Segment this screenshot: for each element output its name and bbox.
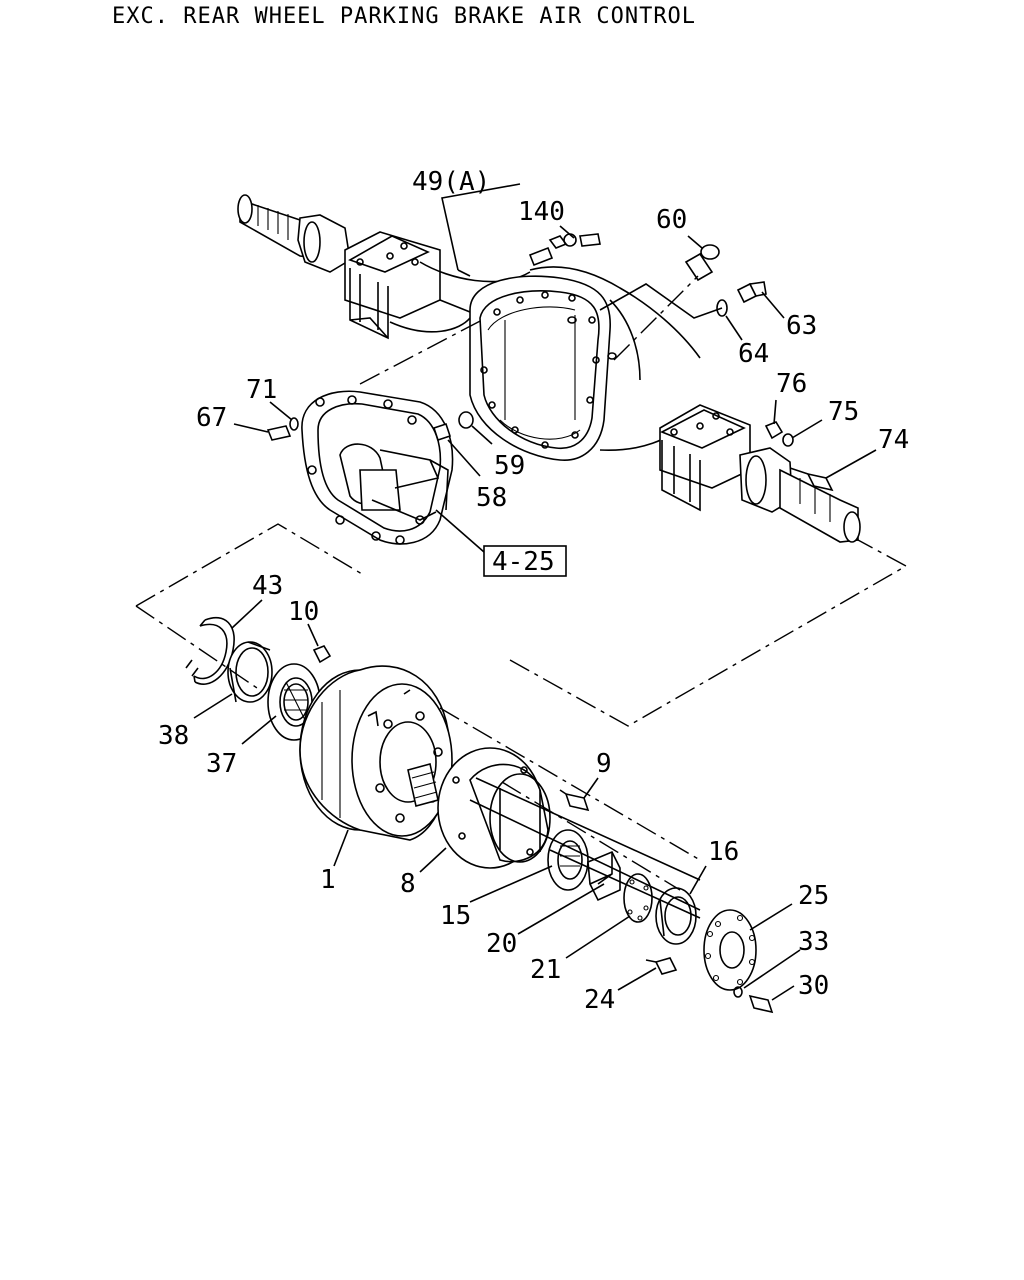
callout-75[interactable]: 75 bbox=[828, 397, 859, 427]
callout-10[interactable]: 10 bbox=[288, 597, 319, 627]
callout-8[interactable]: 8 bbox=[400, 869, 416, 899]
flange-25 bbox=[703, 909, 757, 991]
nut-10 bbox=[312, 645, 332, 664]
gasket-64 bbox=[716, 299, 728, 317]
callout-labels: 49(A) 140 60 63 64 71 67 76 75 74 59 58 … bbox=[158, 167, 909, 1015]
callout-37[interactable]: 37 bbox=[206, 749, 237, 779]
callout-21[interactable]: 21 bbox=[530, 955, 561, 985]
axle-shaft bbox=[469, 777, 701, 919]
callout-76[interactable]: 76 bbox=[776, 369, 807, 399]
callout-43[interactable]: 43 bbox=[252, 571, 283, 601]
hub-bolt-9 bbox=[559, 789, 590, 812]
leader-lines bbox=[193, 225, 877, 1001]
callout-58[interactable]: 58 bbox=[476, 483, 507, 513]
callout-140[interactable]: 140 bbox=[518, 197, 565, 227]
differential-carrier bbox=[301, 390, 454, 545]
o-ring-59 bbox=[458, 411, 474, 429]
bolt-30 bbox=[748, 994, 774, 1014]
brake-drum-1 bbox=[299, 665, 453, 841]
breather-fitting-140 bbox=[548, 233, 601, 249]
callout-67[interactable]: 67 bbox=[196, 403, 227, 433]
callout-30[interactable]: 30 bbox=[798, 971, 829, 1001]
diagram-title: EXC. REAR WHEEL PARKING BRAKE AIR CONTRO… bbox=[112, 4, 697, 29]
leader-bracket bbox=[441, 183, 521, 271]
callout-71[interactable]: 71 bbox=[246, 375, 277, 405]
oil-seal-38 bbox=[227, 641, 273, 703]
washer-71 bbox=[289, 417, 299, 431]
reference-box-4-25 bbox=[483, 545, 567, 577]
callout-4-25[interactable]: 4-25 bbox=[492, 547, 555, 577]
washer-75 bbox=[782, 433, 794, 447]
washer-33 bbox=[733, 986, 743, 998]
stud-58 bbox=[432, 422, 452, 442]
callout-25[interactable]: 25 bbox=[798, 881, 829, 911]
callout-59[interactable]: 59 bbox=[494, 451, 525, 481]
snap-ring-43 bbox=[194, 616, 235, 685]
drain-plug-60 bbox=[684, 244, 720, 282]
callout-64[interactable]: 64 bbox=[738, 339, 769, 369]
callout-1[interactable]: 1 bbox=[320, 865, 336, 895]
centerline bbox=[359, 319, 483, 385]
seal-16 bbox=[655, 887, 697, 945]
axle-housing bbox=[237, 194, 861, 543]
callout-24[interactable]: 24 bbox=[584, 985, 615, 1015]
callout-16[interactable]: 16 bbox=[708, 837, 739, 867]
nut-76 bbox=[764, 421, 784, 440]
callout-38[interactable]: 38 bbox=[158, 721, 189, 751]
wheel-hub-8 bbox=[407, 747, 551, 869]
callout-20[interactable]: 20 bbox=[486, 929, 517, 959]
callout-63[interactable]: 63 bbox=[786, 311, 817, 341]
callout-15[interactable]: 15 bbox=[440, 901, 471, 931]
callout-74[interactable]: 74 bbox=[878, 425, 909, 455]
callout-60[interactable]: 60 bbox=[656, 205, 687, 235]
filler-plug-63 bbox=[736, 281, 767, 304]
callout-49a[interactable]: 49(A) bbox=[412, 167, 490, 197]
bolt-24 bbox=[645, 957, 678, 975]
callout-9[interactable]: 9 bbox=[596, 749, 612, 779]
bolt-67 bbox=[266, 425, 292, 441]
callout-33[interactable]: 33 bbox=[798, 927, 829, 957]
bearing-15 bbox=[547, 829, 589, 891]
